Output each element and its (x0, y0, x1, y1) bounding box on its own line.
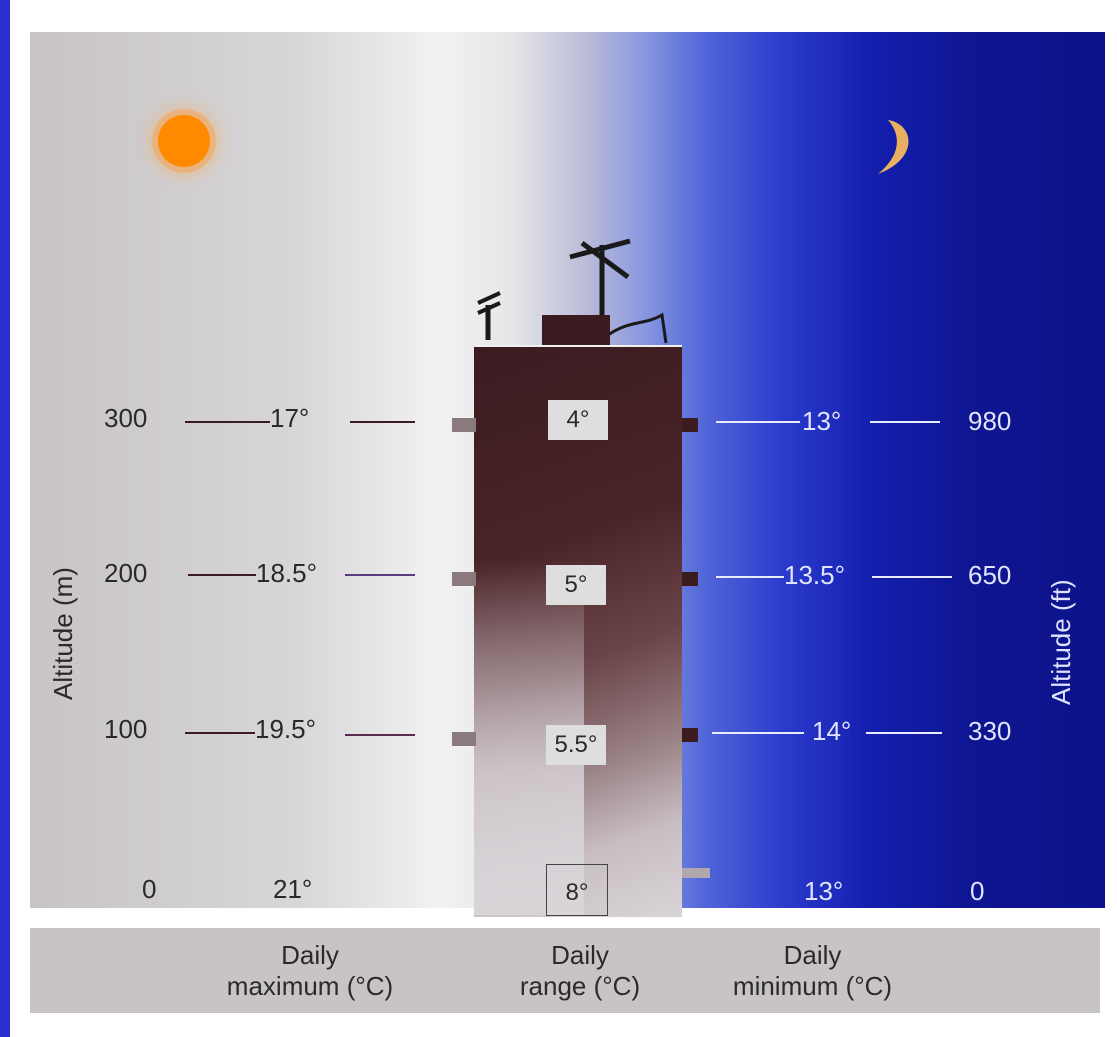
daily-min-value: 13° (802, 406, 842, 436)
connector-line (185, 732, 255, 734)
axis-label-altitude-m: Altitude (m) (48, 567, 78, 700)
footer-daily-max-line2: maximum (°C) (226, 971, 394, 1001)
ledge (682, 572, 698, 586)
daily-range-value: 8° (546, 864, 608, 916)
altitude-m-label: 0 (142, 874, 157, 904)
ledge (682, 728, 698, 742)
ledge (682, 418, 698, 432)
footer-bar (30, 928, 1100, 1013)
moon-icon (878, 120, 909, 174)
ledge (452, 418, 476, 432)
footer-daily-min-line2: minimum (°C) (732, 971, 893, 1001)
footer-daily-min: Daily minimum (°C) (680, 940, 945, 1002)
altitude-m-label: 200 (104, 558, 148, 588)
connector-line (185, 421, 270, 423)
daily-max-value: 18.5° (256, 558, 318, 588)
footer-daily-range-line1: Daily (551, 940, 609, 970)
daily-min-value: 14° (812, 716, 852, 746)
daily-min-value: 13.5° (784, 560, 846, 590)
ledge (452, 572, 476, 586)
connector-line (866, 732, 942, 734)
connector-line (345, 574, 415, 576)
daily-max-value: 21° (273, 874, 313, 904)
connector-line (712, 732, 804, 734)
connector-line (716, 576, 784, 578)
altitude-ft-label: 330 (968, 716, 1012, 746)
daily-range-value: 4° (548, 400, 608, 440)
footer-daily-min-line1: Daily (783, 940, 842, 970)
footer-daily-range: Daily range (°C) (475, 940, 685, 1002)
ledge (682, 868, 710, 878)
altitude-ft-label: 0 (970, 876, 985, 906)
footer-daily-max: Daily maximum (°C) (180, 940, 440, 1002)
daily-max-value: 19.5° (255, 714, 317, 744)
connector-line (350, 421, 415, 423)
footer-daily-max-line1: Daily (281, 940, 339, 970)
rooftop-structure (542, 315, 610, 345)
connector-line (870, 421, 940, 423)
sun-icon (158, 115, 210, 167)
connector-line (345, 734, 415, 736)
daily-min-value: 13° (804, 876, 844, 906)
connector-line (188, 574, 256, 576)
antenna-icon (477, 238, 668, 344)
connector-line (716, 421, 800, 423)
axis-label-altitude-ft: Altitude (ft) (1046, 579, 1076, 705)
altitude-m-label: 100 (104, 714, 148, 744)
altitude-m-label: 300 (104, 403, 148, 433)
connector-line (872, 576, 952, 578)
daily-range-value: 5.5° (546, 725, 606, 765)
daily-range-value: 5° (546, 565, 606, 605)
footer-daily-range-line2: range (°C) (519, 971, 641, 1001)
ledge (452, 732, 476, 746)
daily-max-value: 17° (270, 403, 310, 433)
altitude-ft-label: 650 (968, 560, 1012, 590)
altitude-ft-label: 980 (968, 406, 1012, 436)
